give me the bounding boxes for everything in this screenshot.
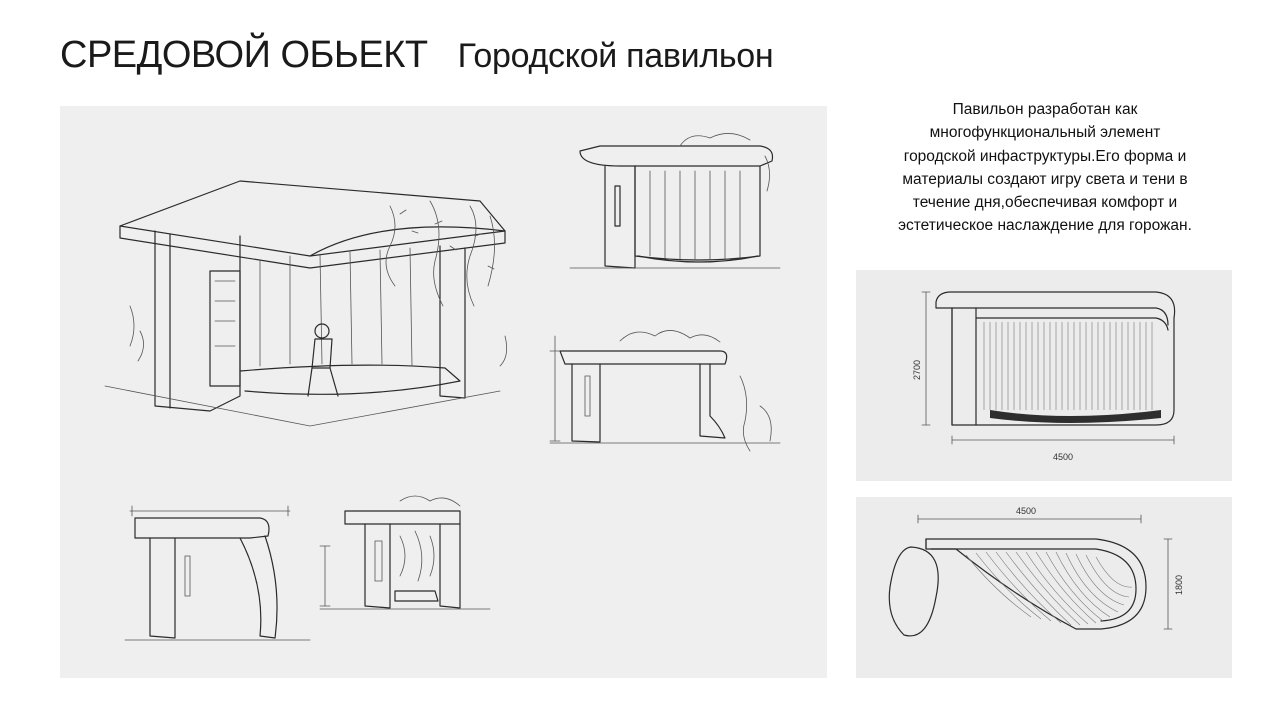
description-line: эстетическое наслаждение для горожан. [898, 217, 1192, 235]
description-line: городской инфаструктуры.Его форма и [903, 147, 1187, 165]
description-line: Павильон разработан как [952, 101, 1138, 118]
section-sketch-right [319, 495, 491, 610]
page-header: СРЕДОВОЙ ОБЬЕКТ Городской павильон [60, 34, 774, 77]
sketch-sheet-image [60, 106, 827, 678]
plan-depth-label: 1800 [1174, 575, 1184, 595]
dimension-width-label: 4500 [1053, 452, 1073, 462]
description-line: многофункциональный элемент [929, 124, 1161, 142]
front-elevation-drawing: 2700 4500 [856, 270, 1232, 481]
description-line: материалы создают игру света и тени в [902, 170, 1188, 188]
page-subtitle: Городской павильон [457, 37, 774, 75]
description-line: течение дня,обеспечивая комфорт и [912, 194, 1178, 212]
side-elevation-sketch [569, 133, 781, 269]
pavilion-description: Павильон разработан как многофункциональ… [852, 98, 1238, 238]
plan-view-drawing: 4500 1800 [856, 497, 1232, 678]
section-sketch-left [124, 505, 311, 641]
front-elevation-sketch [549, 330, 781, 452]
dimension-height-label: 2700 [912, 360, 922, 380]
plan-width-label: 4500 [1016, 506, 1036, 516]
page-title: СРЕДОВОЙ ОБЬЕКТ [60, 34, 428, 76]
perspective-sketch [104, 180, 508, 427]
